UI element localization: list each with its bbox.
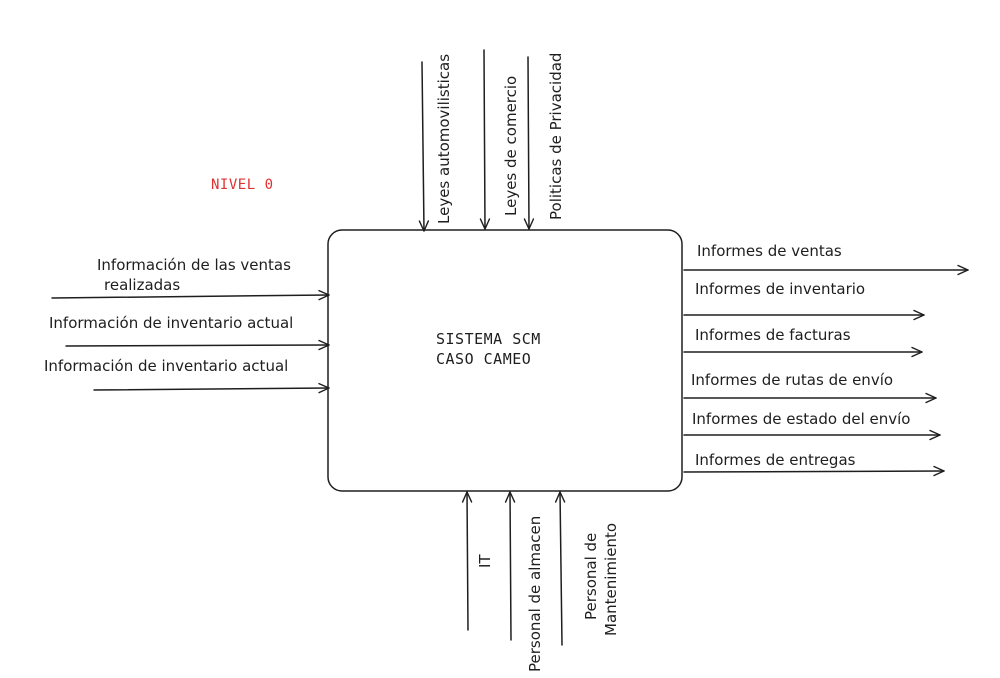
mechanism-arrow-2 xyxy=(504,491,516,641)
mechanism-arrow-3 xyxy=(554,491,566,646)
output-flow-4: Informes de rutas de envío xyxy=(683,371,937,404)
input-label-3: Información de inventario actual xyxy=(44,357,288,375)
output-label-6: Informes de entregas xyxy=(695,451,856,469)
control-arrow-3 xyxy=(523,56,535,230)
mechanism-label-1: IT xyxy=(476,554,494,568)
control-flow-3: Politicas de Privacidad xyxy=(523,53,565,230)
input-flow-2: Información de inventario actual xyxy=(49,314,330,351)
control-flow-2: Leyes de comercio xyxy=(479,49,520,230)
mechanism-label-3-line1: Personal de xyxy=(582,533,600,620)
mechanism-flow-3: Personal de Mantenimiento xyxy=(554,491,620,646)
output-label-5: Informes de estado del envío xyxy=(692,410,910,428)
input-label-1-line1: Información de las ventas xyxy=(97,256,291,274)
mechanism-flow-1: IT xyxy=(461,491,494,631)
process-title-line2: CASO CAMEO xyxy=(436,350,531,368)
output-label-3: Informes de facturas xyxy=(695,326,851,344)
process-title-line1: SISTEMA SCM xyxy=(436,330,541,348)
output-flow-6: Informes de entregas xyxy=(683,451,945,477)
control-arrow-1 xyxy=(418,61,430,232)
control-label-3: Politicas de Privacidad xyxy=(547,53,565,220)
output-label-4: Informes de rutas de envío xyxy=(691,371,893,389)
output-label-1: Informes de ventas xyxy=(697,242,842,260)
input-label-2: Información de inventario actual xyxy=(49,314,293,332)
control-flow-1: Leyes automovilisticas xyxy=(418,54,453,232)
control-label-1: Leyes automovilisticas xyxy=(435,54,453,224)
mechanism-label-2: Personal de almacen xyxy=(526,516,544,672)
output-flow-5: Informes de estado del envío xyxy=(683,410,941,441)
input-arrow-3 xyxy=(93,382,330,394)
output-arrow-6 xyxy=(683,465,945,477)
output-label-2: Informes de inventario xyxy=(695,280,865,298)
mechanism-flow-2: Personal de almacen xyxy=(504,491,544,672)
input-flow-3: Información de inventario actual xyxy=(44,357,330,394)
input-flow-1: Información de las ventas realizadas xyxy=(51,256,330,301)
control-label-2: Leyes de comercio xyxy=(502,76,520,216)
mechanism-arrow-1 xyxy=(461,491,473,631)
output-flow-3: Informes de facturas xyxy=(683,326,923,358)
output-flow-1: Informes de ventas xyxy=(683,242,969,276)
input-label-1-line2: realizadas xyxy=(104,276,180,294)
input-arrow-1 xyxy=(51,289,330,301)
level-label: NIVEL 0 xyxy=(211,177,274,193)
mechanism-label-3-line2: Mantenimiento xyxy=(602,523,620,636)
process-box xyxy=(327,229,683,492)
input-arrow-2 xyxy=(65,339,330,351)
output-flow-2: Informes de inventario xyxy=(683,280,925,321)
control-arrow-2 xyxy=(479,49,491,230)
